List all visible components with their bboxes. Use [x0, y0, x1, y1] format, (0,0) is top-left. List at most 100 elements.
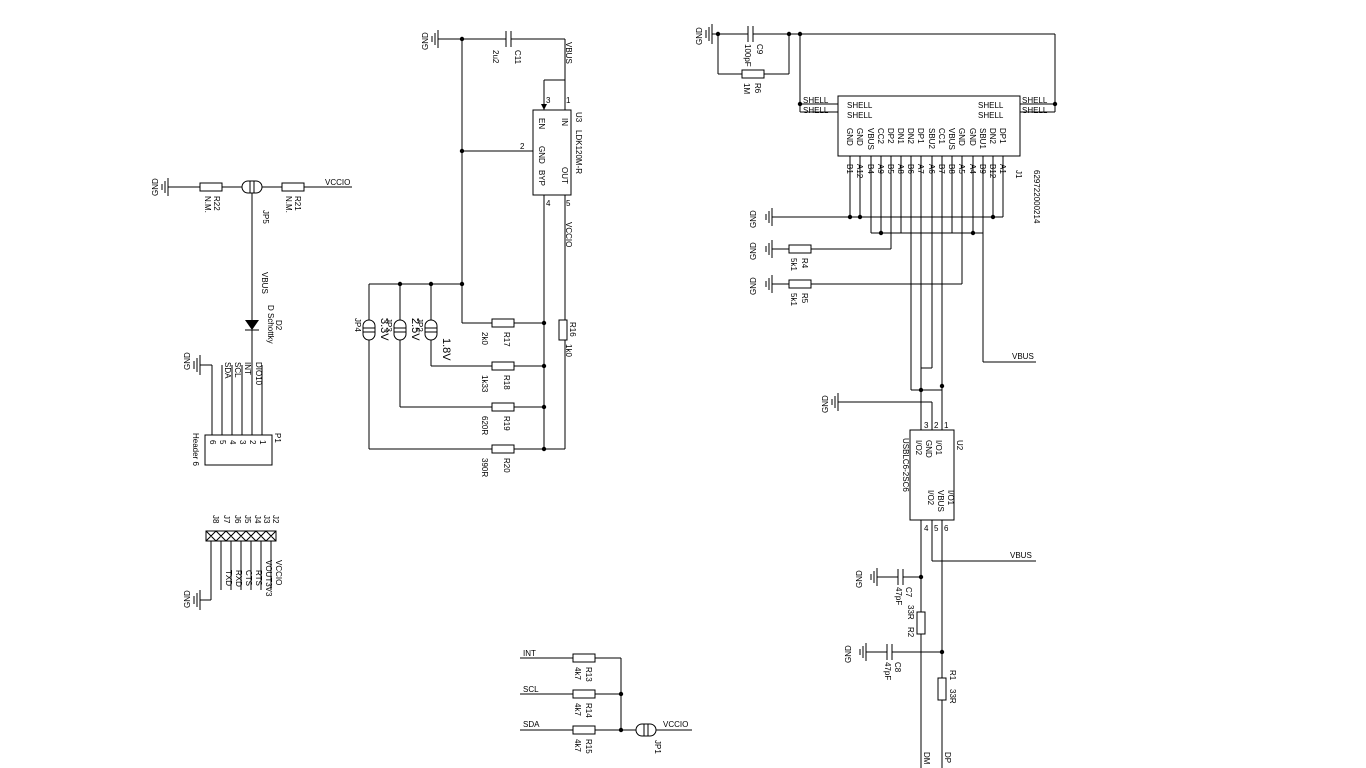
r4-ref: R4	[800, 258, 809, 269]
j1-pin-name: DP2	[886, 128, 895, 144]
jumper-jp4[interactable]: JP4	[353, 318, 376, 341]
esd-protection-u2[interactable]: U2 USBLC6-2SC6 I/O1 GND I/O2 I/O1 VBUS I…	[901, 421, 964, 533]
resistor-r4[interactable]: R4 5k1	[788, 244, 812, 271]
resistor-r1[interactable]: R1 33R	[937, 670, 957, 704]
r21-ref: R21	[293, 196, 302, 211]
regulator-section: GND C11 2u2 VBUS EN GND BYP IN OUT U3	[353, 30, 583, 477]
r18-value: 1k33	[480, 375, 489, 393]
r19-ref: R19	[502, 416, 511, 431]
resistor-r19[interactable]: R19 620R	[480, 402, 515, 435]
d2-value: D Schottky	[266, 305, 275, 344]
resistor-r14[interactable]: R14 4k7	[572, 689, 596, 718]
resistor-r22[interactable]: R22 N.M.	[199, 182, 223, 213]
resistor-r15[interactable]: R15 4k7	[572, 725, 596, 754]
j1-pin-name: VBUS	[866, 128, 875, 150]
net-vccio-label: VCCIO	[564, 222, 573, 247]
r21-value: N.M.	[284, 196, 293, 213]
capacitor-c11[interactable]: C11 2u2	[491, 31, 522, 65]
j1-ref: J1	[1014, 170, 1023, 179]
shell-wire-label: SHELL	[1022, 96, 1048, 105]
j1-pin-name: SBU1	[978, 128, 987, 149]
j4-ref: J4	[253, 515, 262, 524]
capacitor-c8[interactable]: C8 47pF	[883, 644, 902, 680]
r2-value: 33R	[906, 605, 915, 620]
gnd-label: GND	[821, 395, 830, 413]
j1-shell-label: SHELL	[978, 101, 1004, 110]
gnd-label: GND	[844, 645, 853, 663]
c8-value: 47pF	[883, 662, 892, 680]
tp-cts-label: CTS	[244, 570, 253, 586]
shell-wire-label: SHELL	[803, 96, 829, 105]
u2-right-vbus: VBUS	[936, 490, 945, 512]
resistor-r20[interactable]: R20 390R	[480, 444, 515, 477]
p1-part: Header 6	[191, 433, 200, 466]
c11-ref: C11	[513, 50, 522, 65]
resistor-r18[interactable]: R18 1k33	[480, 361, 515, 393]
r13-ref: R13	[584, 667, 593, 682]
jumper-jp2[interactable]: JP2 2.5V 1.8V	[409, 318, 452, 361]
r16-ref: R16	[568, 322, 577, 337]
gnd-symbol: GND	[749, 275, 773, 295]
net-dp-label: DP	[943, 752, 952, 763]
gnd-symbol: GND	[749, 208, 773, 228]
resistor-r21[interactable]: R21 N.M.	[281, 182, 305, 213]
r5-value: 5k1	[789, 293, 798, 306]
r2-ref: R2	[906, 627, 915, 638]
header-section: GND R22 N.M. JP5 R21 N.M. VCCIO VBUS	[151, 178, 352, 466]
jp3-ref: JP3	[384, 318, 393, 332]
c7-value: 47pF	[894, 587, 903, 605]
r14-ref: R14	[584, 703, 593, 718]
jumper-jp3[interactable]: JP3 3.3V	[378, 318, 407, 341]
u2-pin-5: 5	[934, 524, 939, 533]
capacitor-c7[interactable]: C7 47pF	[894, 569, 913, 605]
u2-part: USBLC6-2SC6	[901, 438, 910, 492]
resistor-r13[interactable]: R13 4k7	[572, 653, 596, 682]
net-vbus-label: VBUS	[1010, 551, 1032, 560]
u3-en-label: EN	[537, 118, 546, 129]
gnd-label: GND	[695, 27, 704, 45]
diode-d2[interactable]: D2 D Schottky	[245, 305, 283, 344]
capacitor-c9[interactable]: C9 100pF	[743, 26, 764, 67]
usb-c-connector-j1[interactable]: SHELL SHELL SHELL SHELL J1 629722000214	[837, 95, 1041, 224]
gnd-label: GND	[749, 277, 758, 295]
regulator-u3[interactable]: EN GND BYP IN OUT U3 LDK120M-R 1 2 3 4 5	[520, 96, 583, 208]
resistor-r16[interactable]: R16 1k0	[558, 319, 577, 357]
net-vbus-label: VBUS	[1012, 352, 1034, 361]
pullup-section: INT SCL SDA R13 4k7 R14 4k7 R15 4k7	[520, 649, 692, 754]
resistor-r2[interactable]: R2 33R	[906, 605, 926, 638]
jumper-jp5[interactable]: JP5	[241, 180, 270, 224]
usb-section: GND C9 100pF R6 1M SHELL SHELL SH	[695, 24, 1058, 768]
r13-value: 4k7	[573, 667, 582, 680]
gnd-symbol: GND	[855, 568, 878, 588]
gnd-symbol: GND	[151, 178, 169, 196]
u2-ref: U2	[955, 440, 964, 451]
jp1-ref: JP1	[653, 740, 662, 754]
test-points: J2 J3 J4 J5 J6 J7 J8 GND VCCIO VOUT3V3 R…	[183, 515, 283, 610]
gnd-label: GND	[183, 590, 192, 608]
tp-vccio-label: VCCIO	[274, 560, 283, 585]
p1-pin-2: 2	[248, 440, 257, 445]
resistor-r5[interactable]: R5 5k1	[788, 279, 812, 306]
tp-txd-label: TXD	[224, 570, 233, 586]
j2-ref: J2	[271, 515, 280, 524]
r4-value: 5k1	[789, 258, 798, 271]
u3-pin-5: 5	[566, 199, 571, 208]
r6-ref: R6	[753, 83, 762, 94]
j1-pin-name: DN2	[988, 128, 997, 145]
u2-pin-3: 3	[924, 421, 929, 430]
r17-ref: R17	[502, 332, 511, 347]
header-p1[interactable]: P1 Header 6 1 2 3 4 5 6	[191, 433, 282, 466]
r5-ref: R5	[800, 293, 809, 304]
r20-ref: R20	[502, 458, 511, 473]
j1-pin-name: DN1	[896, 128, 905, 145]
jumper-jp1[interactable]: JP1	[635, 723, 662, 754]
j1-shell-label: SHELL	[978, 111, 1004, 120]
gnd-symbol: GND	[749, 240, 773, 260]
shell-wire-label: SHELL	[1022, 106, 1048, 115]
net-vccio-label: VCCIO	[663, 720, 688, 729]
resistor-r6[interactable]: R6 1M	[741, 69, 765, 94]
u2-left-io1: I/O1	[934, 440, 943, 456]
net-vccio-label: VCCIO	[325, 178, 350, 187]
testpoint-row[interactable]	[205, 530, 277, 542]
j1-shell-label: SHELL	[847, 111, 873, 120]
